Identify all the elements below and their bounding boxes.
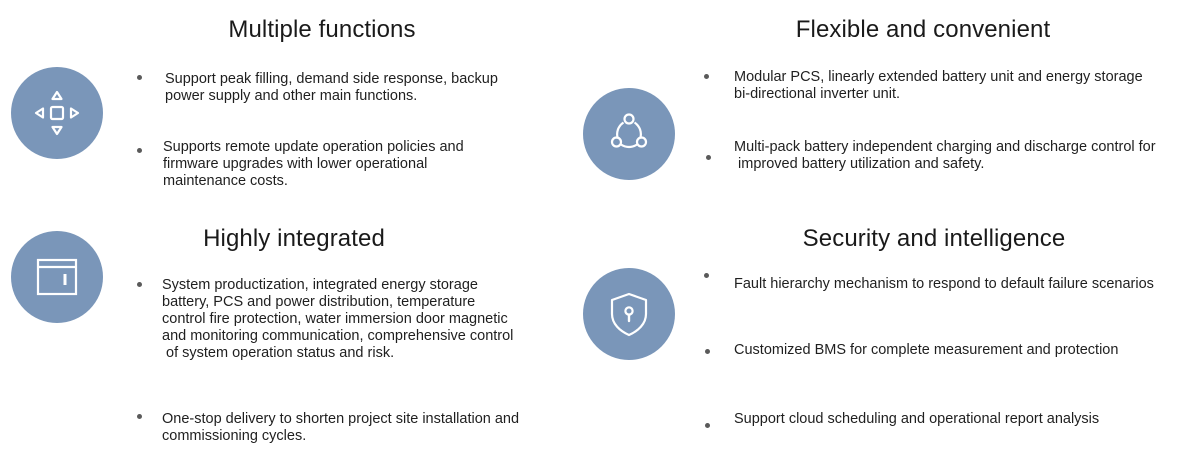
feature-line: Multi-pack battery independent charging … [734, 139, 1156, 155]
direction-pad-icon [11, 67, 103, 159]
bullet-dot [705, 423, 710, 428]
feature-line: control fire protection, water immersion… [162, 311, 508, 327]
feature-line: System productization, integrated energy… [162, 277, 478, 293]
bullet-dot [704, 74, 709, 79]
feature-text: System productization, integrated energy… [162, 277, 513, 362]
shield-lock-icon [583, 268, 675, 360]
bullet-dot [704, 273, 709, 278]
feature-line: Supports remote update operation policie… [163, 139, 464, 155]
feature-line: improved battery utilization and safety. [734, 156, 985, 172]
cabinet-icon [11, 231, 103, 323]
feature-line: bi-directional inverter unit. [734, 86, 901, 102]
feature-line: commissioning cycles. [162, 428, 307, 444]
bullet-dot [137, 75, 142, 80]
feature-text: Supports remote update operation policie… [163, 139, 464, 190]
feature-text: Support cloud scheduling and operational… [734, 411, 1099, 428]
feature-line: Support peak filling, demand side respon… [165, 71, 498, 87]
feature-line: firmware upgrades with lower operational [163, 156, 428, 172]
feature-text: Customized BMS for complete measurement … [734, 342, 1118, 359]
feature-line: maintenance costs. [163, 173, 288, 189]
feature-line: One-stop delivery to shorten project sit… [162, 411, 520, 427]
bullet-dot [137, 414, 142, 419]
network-nodes-icon [583, 88, 675, 180]
feature-line: and monitoring communication, comprehens… [162, 328, 514, 344]
feature-text: One-stop delivery to shorten project sit… [162, 411, 519, 445]
feature-text: Modular PCS, linearly extended battery u… [734, 69, 1143, 103]
bullet-dot [706, 155, 711, 160]
feature-line: Fault hierarchy mechanism to respond to … [734, 276, 1154, 292]
feature-text: Support peak filling, demand side respon… [165, 71, 498, 105]
feature-line: of system operation status and risk. [162, 345, 395, 361]
feature-line: Support cloud scheduling and operational… [734, 411, 1100, 427]
feature-text: Fault hierarchy mechanism to respond to … [734, 276, 1154, 293]
bullet-dot [705, 349, 710, 354]
feature-line: Modular PCS, linearly extended battery u… [734, 69, 1143, 85]
section-title-highly-integrated: Highly integrated [203, 225, 385, 252]
feature-line: Customized BMS for complete measurement … [734, 342, 1119, 358]
section-title-multiple-functions: Multiple functions [228, 16, 416, 43]
feature-line: power supply and other main functions. [165, 88, 418, 104]
feature-line: battery, PCS and power distribution, tem… [162, 294, 476, 310]
bullet-dot [137, 282, 142, 287]
bullet-dot [137, 148, 142, 153]
section-title-security-intelligence: Security and intelligence [802, 225, 1066, 252]
feature-text: Multi-pack battery independent charging … [734, 139, 1156, 173]
section-title-flexible-convenient: Flexible and convenient [795, 16, 1051, 43]
